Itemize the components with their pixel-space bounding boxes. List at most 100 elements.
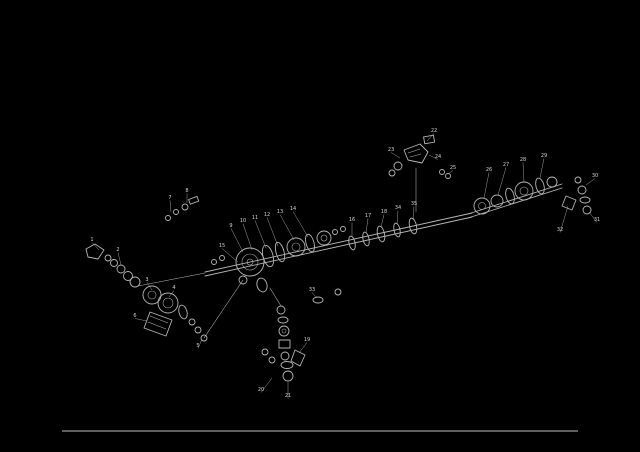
cluster-upper-left bbox=[165, 195, 200, 221]
part-callout: 15 bbox=[219, 243, 225, 249]
part-callout: 29 bbox=[541, 153, 547, 159]
callout-leader-line bbox=[585, 178, 596, 186]
part-callout: 18 bbox=[381, 209, 387, 215]
callout-leader-line bbox=[230, 228, 244, 253]
callout-leader-line bbox=[559, 205, 569, 233]
washer bbox=[104, 254, 112, 262]
callout-leader-line bbox=[298, 342, 308, 354]
callout-leader-line bbox=[390, 152, 401, 159]
callout-leader-line bbox=[426, 133, 435, 142]
bearing-outer bbox=[316, 230, 332, 246]
ring bbox=[178, 304, 188, 320]
housing-ring-inner bbox=[246, 258, 254, 266]
callout-leader-line bbox=[221, 248, 239, 263]
bearing-ring bbox=[261, 244, 275, 268]
part-callout: 11 bbox=[252, 215, 258, 221]
callout-leader-line bbox=[522, 162, 525, 183]
gear-hub bbox=[519, 186, 529, 196]
part-callout: 13 bbox=[277, 209, 283, 215]
part-callout: 6 bbox=[133, 313, 136, 319]
part-callout: 25 bbox=[450, 165, 456, 171]
cluster-right-gears bbox=[467, 176, 563, 219]
pin bbox=[173, 209, 179, 215]
washer-flat bbox=[277, 316, 289, 324]
key-part bbox=[188, 195, 200, 205]
bearing-ring bbox=[305, 233, 315, 253]
part-callout: 26 bbox=[486, 167, 492, 173]
washer bbox=[546, 176, 558, 188]
callout-leader-line bbox=[169, 200, 172, 213]
connector-line bbox=[269, 287, 282, 307]
shaft-line-bottom bbox=[204, 216, 473, 277]
gear-outer bbox=[157, 292, 179, 314]
shaft-ring bbox=[376, 225, 386, 243]
gear-hub bbox=[147, 290, 157, 300]
ring bbox=[256, 277, 268, 293]
block-part bbox=[278, 339, 291, 349]
cluster-upper-middle bbox=[388, 134, 451, 213]
washer bbox=[123, 271, 133, 281]
part-callout: 2 bbox=[116, 247, 119, 253]
part-callout: 35 bbox=[411, 201, 417, 207]
washer bbox=[577, 185, 587, 195]
gear-outer bbox=[473, 197, 491, 215]
part-callout: 24 bbox=[435, 154, 441, 160]
pin bbox=[268, 356, 276, 364]
part-callout: 1 bbox=[90, 237, 93, 243]
pin bbox=[211, 259, 217, 265]
shaft-ring bbox=[408, 217, 418, 235]
washer-flat bbox=[312, 296, 324, 304]
gear-hub bbox=[162, 297, 174, 309]
washer bbox=[116, 264, 126, 274]
callout-leader-line bbox=[483, 172, 490, 199]
cluster-lower-chain bbox=[261, 305, 306, 382]
part-callout: 33 bbox=[309, 287, 315, 293]
washer bbox=[280, 351, 290, 361]
cluster-shaft-rings bbox=[332, 217, 418, 251]
part-callout: 32 bbox=[557, 227, 563, 233]
callout-leader-line bbox=[91, 242, 100, 251]
part-callout: 23 bbox=[388, 147, 394, 153]
part-callout: 34 bbox=[395, 205, 401, 211]
washer bbox=[276, 305, 286, 315]
pin bbox=[574, 176, 582, 184]
bearing-inner bbox=[281, 328, 287, 334]
callout-leader-line bbox=[497, 167, 507, 196]
pin bbox=[261, 348, 269, 356]
shaft-extension-left bbox=[137, 272, 206, 287]
connector-line bbox=[203, 279, 244, 339]
bearing-ring bbox=[274, 241, 286, 263]
pin bbox=[165, 215, 171, 221]
callout-leader-line bbox=[117, 252, 122, 266]
pin bbox=[439, 169, 445, 175]
plate-hatch bbox=[147, 321, 167, 330]
callout-leader-line bbox=[365, 218, 369, 234]
cluster-center bbox=[211, 230, 342, 307]
part-callout: 10 bbox=[240, 218, 246, 224]
housing-ring-outer bbox=[235, 247, 265, 277]
part-callout: 4 bbox=[172, 285, 175, 291]
callout-leader-line bbox=[588, 211, 598, 223]
washer-flat bbox=[579, 196, 591, 204]
callout-leader-line bbox=[412, 206, 415, 221]
washer bbox=[129, 276, 141, 288]
part-callout: 3 bbox=[145, 277, 148, 283]
part-callout: 17 bbox=[365, 213, 371, 219]
cluster-left-bracket bbox=[85, 243, 141, 288]
part-callout: 22 bbox=[431, 128, 437, 134]
clip-part bbox=[423, 134, 436, 145]
part-callout: 9 bbox=[229, 223, 232, 229]
callout-leader-line bbox=[242, 223, 253, 251]
part-callout: 16 bbox=[349, 217, 355, 223]
part-callout: 21 bbox=[285, 393, 291, 399]
part-callout: 5 bbox=[196, 343, 199, 349]
callout-leader-line bbox=[380, 214, 385, 228]
gear-outer bbox=[490, 194, 504, 208]
part-callout: 19 bbox=[304, 337, 310, 343]
gear-hub bbox=[478, 202, 486, 210]
callout-leader-line bbox=[266, 217, 279, 247]
ring bbox=[505, 187, 515, 205]
part-callout: 7 bbox=[168, 195, 171, 201]
